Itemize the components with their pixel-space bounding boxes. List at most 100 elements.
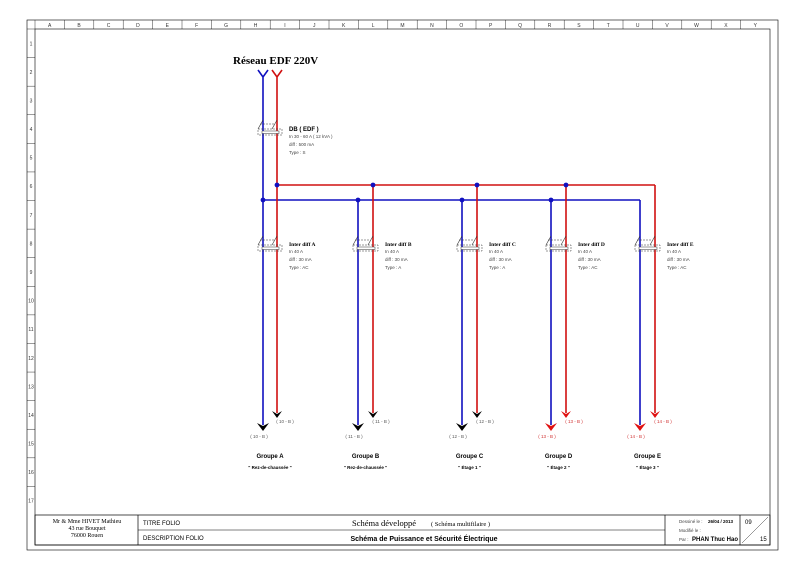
author: PHAN Thuc Hao bbox=[692, 537, 738, 543]
breaker-contact bbox=[271, 119, 278, 130]
circuit-d: ( 13 - B )( 13 - B )Inter diff DIn 40 Ad… bbox=[538, 182, 605, 470]
row-label: 11 bbox=[28, 327, 33, 333]
phase-cross-ref: ( 14 - B ) bbox=[654, 419, 672, 424]
breaker-body bbox=[257, 244, 283, 252]
breaker-body bbox=[352, 244, 379, 252]
breaker-contact bbox=[257, 235, 264, 246]
bus-junction-dot bbox=[563, 182, 569, 188]
row-label: 2 bbox=[30, 70, 33, 76]
titre-sub: ( Schéma multifilaire ) bbox=[431, 521, 490, 528]
phase-cross-ref: ( 12 - B ) bbox=[476, 419, 494, 424]
breaker-spec: diff : 30 mA bbox=[489, 257, 512, 262]
row-label: 15 bbox=[28, 442, 34, 448]
neutral-cross-ref: ( 10 - B ) bbox=[250, 434, 268, 439]
breaker-spec: diff : 30 mA bbox=[385, 257, 408, 262]
row-label: 6 bbox=[30, 184, 33, 190]
diff-toroid bbox=[460, 246, 480, 250]
main-breaker-type: Type : S bbox=[289, 150, 306, 155]
client-name: Mr & Mme HIVET Mathieu bbox=[53, 519, 122, 525]
breaker-body bbox=[456, 244, 483, 252]
group-location: " Étage 2 " bbox=[547, 463, 570, 470]
phase-arrow-icon bbox=[472, 411, 482, 418]
bus-junction-dot bbox=[355, 197, 361, 203]
breaker-spec: Type : A bbox=[385, 265, 401, 270]
breaker-spec: diff : 30 mA bbox=[667, 257, 690, 262]
breaker-spec: diff : 30 mA bbox=[578, 257, 601, 262]
phase-arrow-icon bbox=[368, 411, 378, 418]
breaker-body bbox=[634, 244, 661, 252]
row-label: 17 bbox=[28, 499, 34, 505]
breaker-name: Inter diff B bbox=[385, 242, 412, 248]
breaker-contact bbox=[271, 235, 278, 246]
group-name: Groupe D bbox=[545, 454, 573, 460]
column-label: Y bbox=[754, 23, 758, 29]
bus-junction-dot bbox=[474, 182, 480, 188]
column-label: A bbox=[48, 23, 52, 29]
column-label: O bbox=[459, 23, 463, 29]
supply-title: Réseau EDF 220V bbox=[233, 55, 318, 67]
column-label: M bbox=[400, 23, 404, 29]
column-label: S bbox=[577, 23, 581, 29]
column-label: J bbox=[313, 23, 316, 29]
breaker-spec: In 40 A bbox=[489, 249, 503, 254]
row-label: 3 bbox=[30, 98, 33, 104]
neutral-supply-wire bbox=[257, 69, 269, 200]
neutral-cross-ref: ( 13 - B ) bbox=[538, 434, 556, 439]
phase-cross-ref: ( 13 - B ) bbox=[565, 419, 583, 424]
neutral-arrow-icon bbox=[545, 423, 557, 431]
breaker-name: Inter diff C bbox=[489, 242, 516, 248]
diff-toroid bbox=[356, 246, 376, 250]
outer-border bbox=[26, 19, 779, 551]
folio-diagonal bbox=[741, 516, 769, 544]
column-label: B bbox=[77, 23, 81, 29]
breaker-contact bbox=[471, 235, 478, 246]
row-label: 8 bbox=[30, 241, 33, 247]
group-name: Groupe C bbox=[456, 454, 484, 460]
column-label: W bbox=[694, 23, 699, 29]
bus-junction-dot bbox=[274, 182, 280, 188]
column-label: E bbox=[166, 23, 170, 29]
breaker-spec: In 40 A bbox=[289, 249, 303, 254]
diff-toroid bbox=[261, 246, 280, 250]
phase-arrow-icon bbox=[650, 411, 660, 418]
column-label: G bbox=[224, 23, 228, 29]
row-label: 16 bbox=[28, 470, 34, 476]
column-label: T bbox=[607, 23, 610, 29]
group-location: " Rez-de-chaussée " bbox=[248, 465, 292, 470]
column-label: L bbox=[372, 23, 375, 29]
diff-toroid bbox=[549, 246, 569, 250]
neutral-cross-ref: ( 12 - B ) bbox=[449, 434, 467, 439]
bus-junction-dot bbox=[370, 182, 376, 188]
breaker-contact bbox=[560, 235, 567, 246]
phase-arrow-icon bbox=[561, 411, 571, 418]
breaker-contact bbox=[456, 235, 463, 246]
column-label: P bbox=[489, 23, 493, 29]
group-location: " Rez-de-chaussée " bbox=[344, 465, 388, 470]
breaker-contact bbox=[352, 235, 359, 246]
titre-folio-label: TITRE FOLIO bbox=[143, 521, 180, 527]
bus-junction-dot bbox=[548, 197, 554, 203]
dessine-date: 26/04 / 2013 bbox=[708, 519, 734, 524]
row-label: 4 bbox=[30, 127, 33, 133]
neutral-arrow-icon bbox=[634, 423, 646, 431]
main-breaker-name: DB ( EDF ) bbox=[289, 127, 319, 133]
diff-toroid bbox=[261, 130, 280, 134]
neutral-arrow-icon bbox=[352, 423, 364, 431]
titre-main: Schéma développé bbox=[352, 518, 416, 528]
dessine-label: Dessiné le : bbox=[679, 519, 703, 524]
column-label: K bbox=[342, 23, 346, 29]
circuits: ( 10 - B )( 10 - B )Inter diff AIn 40 Ad… bbox=[248, 182, 694, 470]
breaker-name: Inter diff A bbox=[289, 242, 316, 248]
breaker-body bbox=[545, 244, 572, 252]
main-breaker-rating: In 30 - 60 A ( 12 kVA ) bbox=[289, 134, 333, 139]
circuit-a: ( 10 - B )( 10 - B )Inter diff AIn 40 Ad… bbox=[248, 182, 316, 470]
column-label: X bbox=[724, 23, 728, 29]
neutral-cross-ref: ( 14 - B ) bbox=[627, 434, 645, 439]
breaker-name: Inter diff E bbox=[667, 242, 694, 248]
description-text: Schéma de Puissance et Sécurité Électriq… bbox=[350, 534, 497, 543]
breaker-spec: In 40 A bbox=[385, 249, 399, 254]
client-city: 76000 Rouen bbox=[71, 533, 103, 539]
breaker-body bbox=[257, 128, 283, 136]
column-label: R bbox=[548, 23, 552, 29]
